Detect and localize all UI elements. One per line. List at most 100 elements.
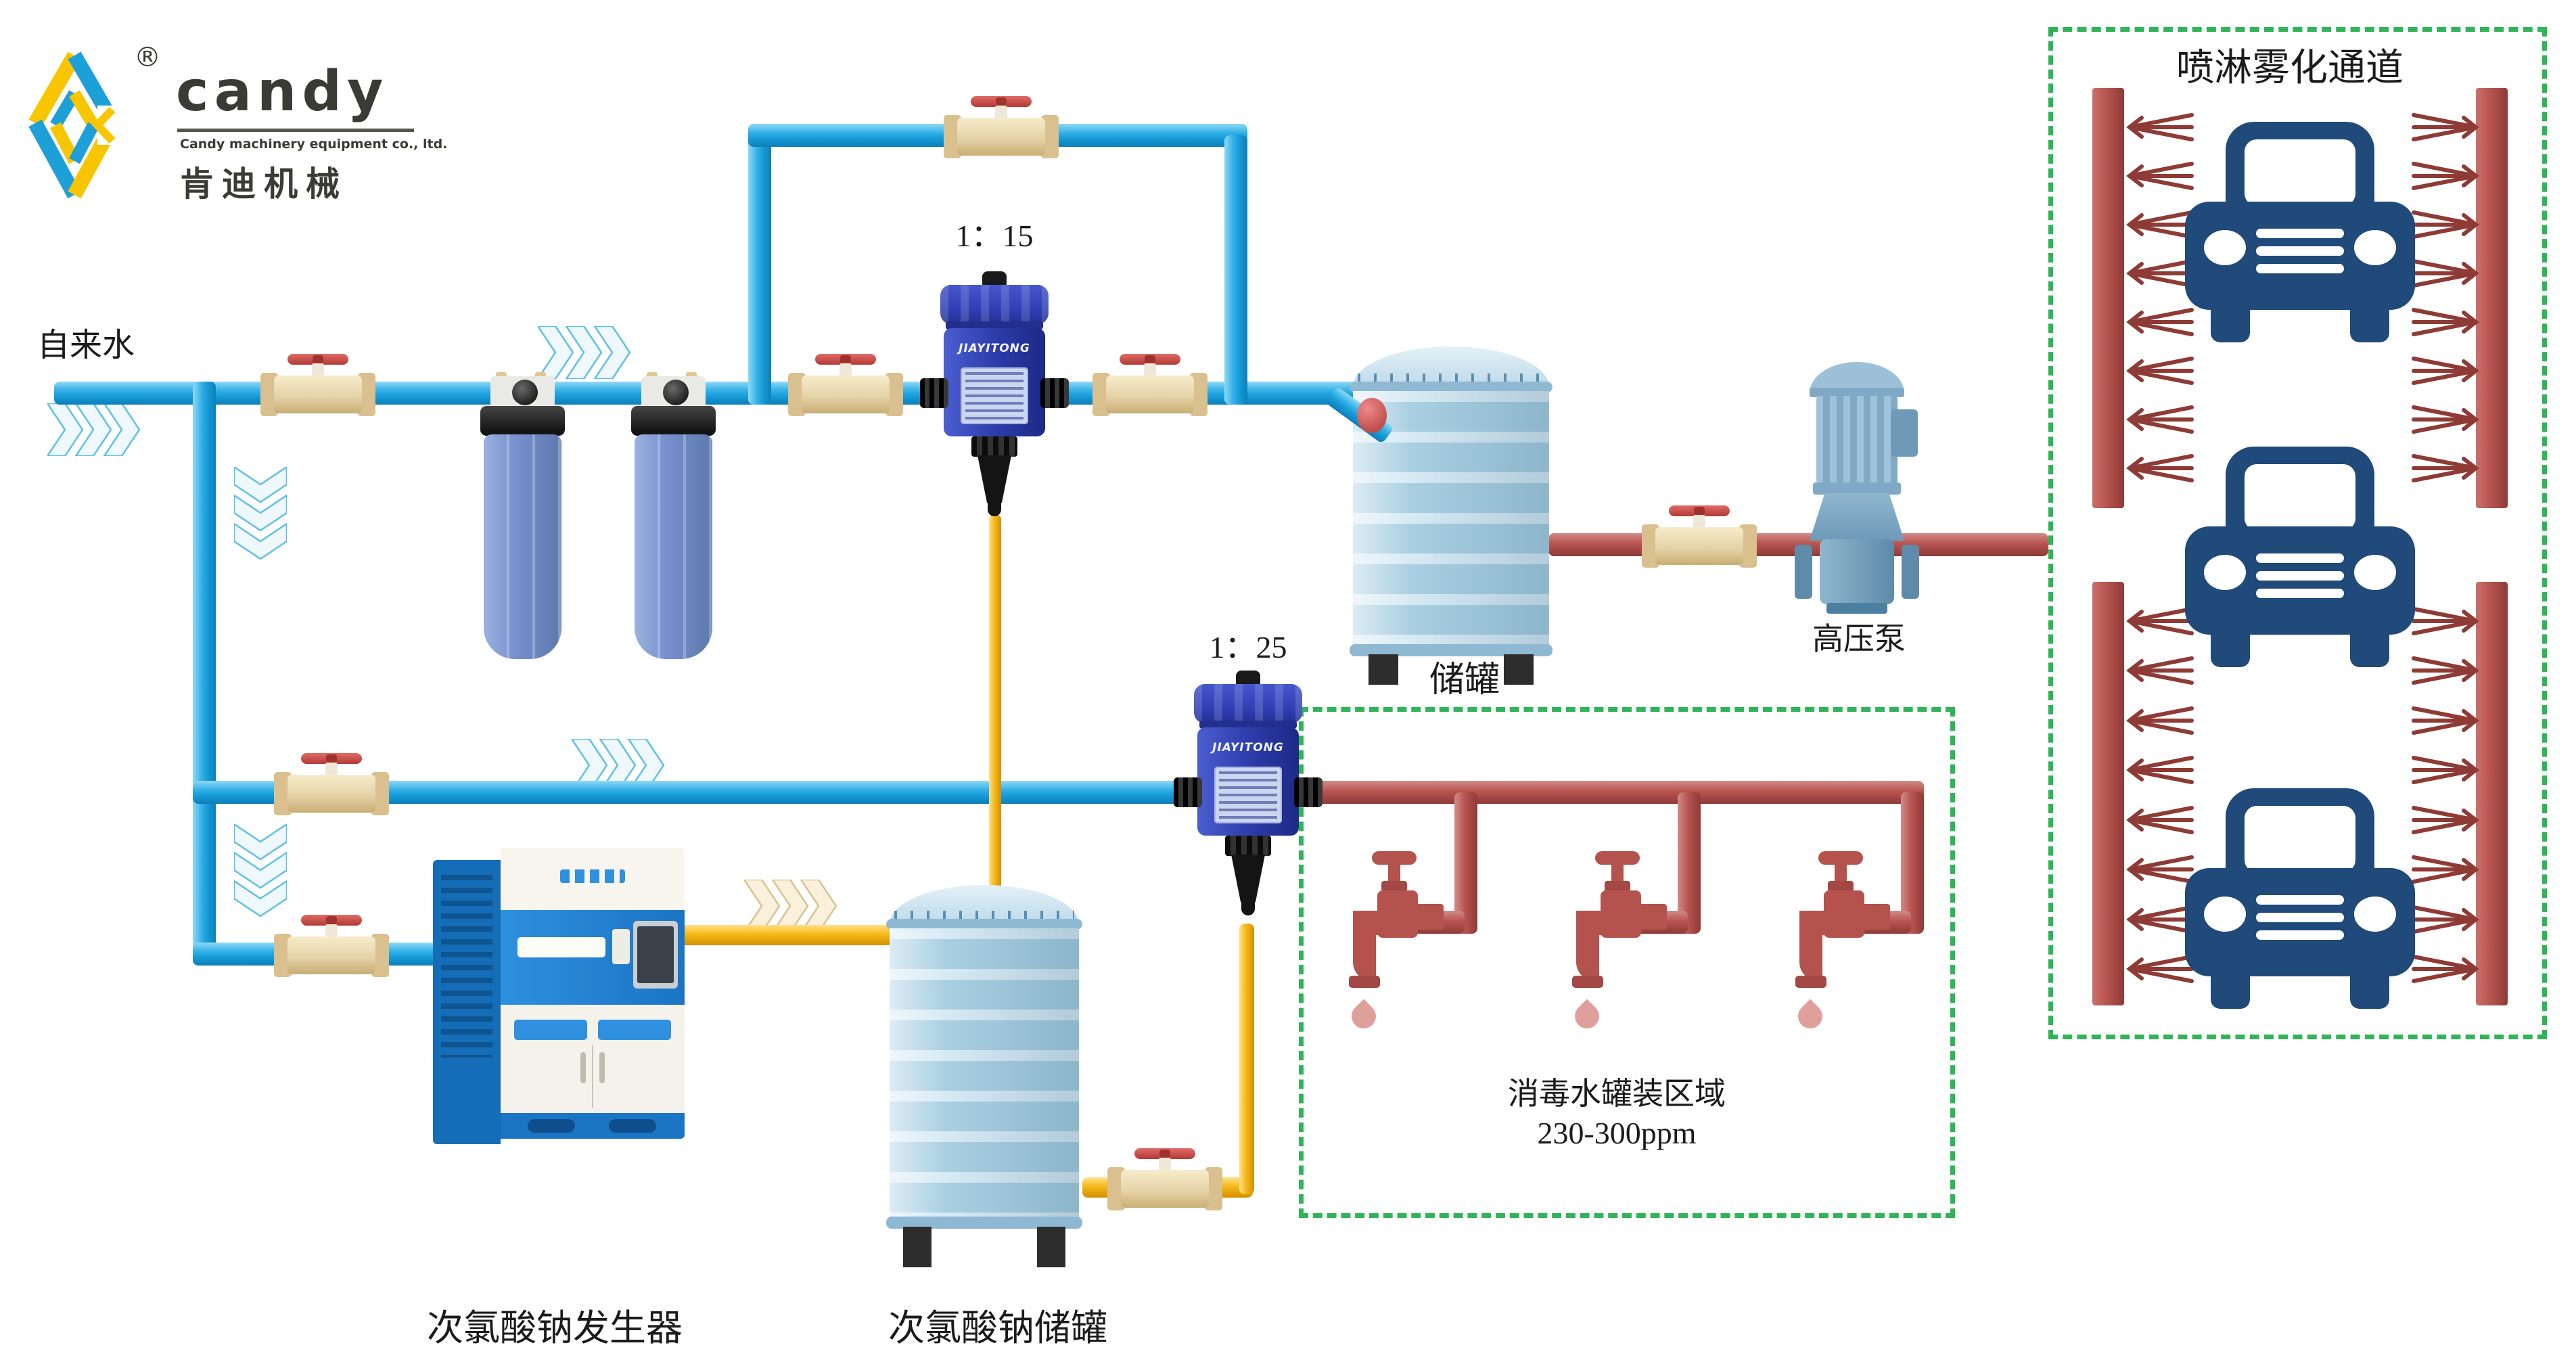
generator-cabinet [433,848,685,1154]
valve-body [957,118,1045,156]
tank-leg [1368,654,1398,685]
spray-nozzle-icon [2412,357,2479,385]
car-wheel [2211,966,2250,1009]
spray-nozzle-icon [2126,113,2194,141]
generator-control-band [501,910,685,1005]
valve-body [1655,527,1743,565]
label-hp-pump: 高压泵 [1812,622,1906,656]
bypass-riser-right [1224,135,1247,405]
generator-door-handle [580,1052,586,1083]
logo: ® candy Candy machinery equipment co., l… [27,27,541,230]
filter-icon [628,371,719,662]
valve-body [1121,1170,1209,1208]
valve-stem [1144,363,1156,377]
drip-icon [1569,999,1605,1034]
spray-nozzle-icon [2126,656,2194,685]
faucet-mouth [1795,976,1826,988]
valve-body [288,936,375,974]
generator-base-slot [528,1119,575,1133]
valve-handle-nub [1694,507,1705,515]
spray-nozzle-icon [2412,756,2479,785]
faucet-handle-stem [1611,863,1624,882]
spray-nozzle-icon [2412,210,2479,239]
tank-rim [886,919,1082,930]
car-windshield [2245,139,2355,206]
valve-body [274,376,362,413]
spray-nozzle-icon [2412,706,2479,735]
label-generator: 次氯酸钠发生器 [427,1308,683,1348]
car-grille-bar [2256,571,2344,581]
generator-door-split [592,1045,593,1108]
car-grille-bar [2256,589,2344,598]
hp-pump-flange [1902,545,1919,599]
valve-icon [1092,354,1208,432]
valve-stem [840,363,852,377]
spray-nozzle-icon [2126,756,2194,785]
valve-stem [995,106,1007,119]
flow-chevron-down-icon [233,822,288,929]
faucet-bonnet [1381,881,1407,892]
spray-nozzle-icon [2412,905,2479,934]
filling-main-pipe [1285,781,1924,804]
drip-icon [1346,999,1381,1034]
bypass-riser-left [748,135,771,405]
car-grille-bar [2256,246,2344,256]
valve-body [802,376,890,413]
faucet-icon [1563,851,1671,1054]
tank-dome-ticks [1358,373,1544,382]
spray-nozzle-icon [2412,805,2479,834]
car-wheel [2211,624,2250,667]
car-grille-bar [2256,229,2344,238]
valve-icon [274,753,389,832]
filter-icon [477,371,568,662]
car-grille-bar [2256,264,2344,273]
spray-nozzle-icon [2412,656,2479,685]
filling-zone-border [1299,707,1955,1218]
pump-coupling [1294,777,1322,807]
label-hypochlorite-tank: 次氯酸钠储罐 [888,1308,1107,1348]
spray-nozzle-column [2124,606,2196,984]
pump-suction-cone [1231,855,1265,902]
faucet-spout [1576,911,1599,981]
valve-body [288,775,375,813]
logo-diamond-icon [28,51,122,199]
spray-nozzle-icon [2126,308,2194,336]
valve-handle-nub [313,355,323,363]
filter-body [484,434,561,659]
pump-brand-label: JIAYITONG [959,342,1030,355]
faucet-inlet [1636,904,1667,930]
faucet-icon [1339,851,1448,1054]
car-grille-bar [2256,913,2344,922]
valve-icon [1107,1148,1222,1227]
hp-pump-motor-fins [1816,396,1898,484]
spray-nozzle-icon [2412,607,2479,635]
tank-icon [886,885,1082,1268]
faucet-inlet [1412,904,1444,930]
tank-icon [1350,346,1552,685]
valve-handle-nub [1145,355,1155,363]
filter-body [635,434,712,659]
spray-bar [2092,582,2124,1005]
filter-cap [480,406,565,436]
spray-bar [2092,88,2124,508]
generator-header-logo [560,869,625,883]
hp-pump-base [1826,603,1887,614]
faucet-spout [1353,911,1376,981]
generator-to-tank-pipe [676,925,893,945]
faucet-handle [1595,851,1640,865]
faucet-bonnet [1605,881,1630,892]
pump-suction-cone [978,455,1011,503]
generator-doors [501,1005,685,1113]
spray-nozzle-icon [2126,454,2194,482]
valve-handle-nub [326,754,337,763]
faucet-mouth [1572,976,1603,988]
faucet-inlet [1859,904,1890,930]
valve-icon [274,915,389,993]
filter-port [663,380,689,405]
hp-pump-flange [1795,545,1812,599]
pump-crown [940,285,1049,324]
flow-chevron-right-icon [570,738,673,795]
label-storage-tank: 储罐 [1429,661,1500,700]
valve-stem [312,363,324,377]
tank-bottom-rim [886,1217,1082,1229]
